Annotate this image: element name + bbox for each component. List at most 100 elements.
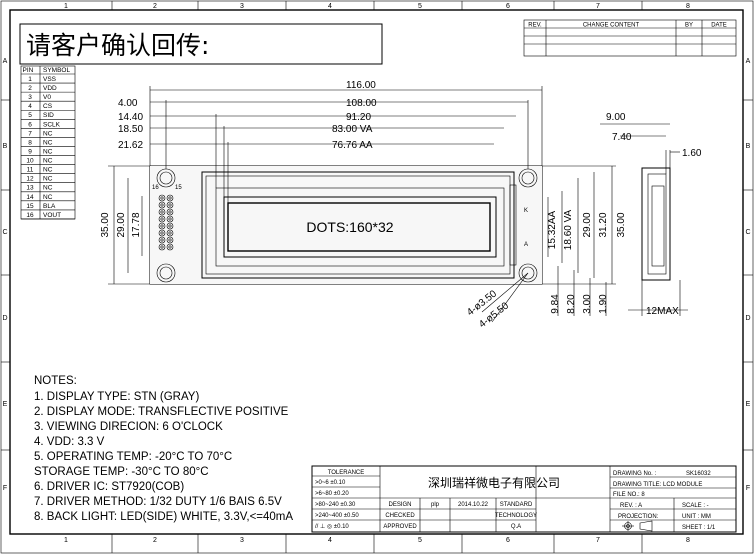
grid-col-top-8: 8: [686, 3, 690, 10]
dim-116: 116.00: [346, 80, 376, 91]
note-line-5: 5. OPERATING TEMP: -20°C TO 70°C: [34, 451, 232, 463]
pin-symbol: NC: [43, 130, 53, 137]
grid-col-top-4: 4: [328, 3, 332, 10]
dim-1-90: 1.90: [598, 294, 609, 314]
pin-number: 13: [26, 185, 34, 192]
dim-35-left: 35.00: [100, 212, 111, 237]
pin-number: 1: [28, 76, 32, 83]
dim-29-right: 29.00: [582, 212, 593, 237]
dim-1-60: 1.60: [682, 148, 702, 159]
pin-number: 7: [28, 130, 32, 137]
unit-value: UNIT : MM: [682, 514, 711, 520]
pin-label-15: 15: [175, 185, 182, 191]
note-line-7: 6. DRIVER IC: ST7920(COB): [34, 481, 184, 493]
rev-header-date: DATE: [711, 23, 727, 29]
pin-symbol: NC: [43, 148, 53, 155]
connector-pad: [166, 222, 174, 230]
revision-table: REV. CHANGE CONTENT BY DATE: [523, 19, 737, 57]
connector-pad-hole: [160, 245, 164, 249]
note-line-1: 1. DISPLAY TYPE: STN (GRAY): [34, 391, 199, 403]
designer-name: plp: [431, 502, 440, 508]
rev-value: REV. : A: [620, 503, 642, 509]
dim-29-left: 29.00: [116, 212, 127, 237]
connector-pad-hole: [168, 238, 172, 242]
grid-row-left-a: A: [3, 58, 8, 65]
design-date: 2014.10.22: [458, 502, 489, 508]
grid-col-top-7: 7: [596, 3, 600, 10]
qa-label: Q.A: [511, 524, 521, 530]
grid-row-left-c: C: [2, 229, 7, 236]
standard-label: STANDARD: [500, 502, 533, 508]
dim-31-20: 31.20: [598, 212, 609, 237]
dim-18-60va: 18.60 VA: [563, 209, 574, 250]
dim-14-40: 14.40: [118, 112, 143, 123]
grid-col-top-3: 3: [240, 3, 244, 10]
led-strip: [509, 184, 517, 266]
grid-col-bottom-5: 5: [418, 537, 422, 544]
dim-35-right: 35.00: [616, 212, 627, 237]
dim-21-62: 21.62: [118, 140, 143, 151]
connector-pad-hole: [168, 231, 172, 235]
pin-number: 10: [26, 158, 34, 165]
lcd-bezel: [201, 171, 515, 279]
grid-col-bottom-6: 6: [506, 537, 510, 544]
dim-76-aa: 76.76 AA: [332, 140, 373, 151]
pin-number: 8: [28, 139, 32, 146]
pin-number: 14: [26, 194, 34, 201]
note-line-2: 2. DISPLAY MODE: TRANSFLECTIVE POSITIVE: [34, 406, 289, 418]
mount-hole-br: [518, 263, 538, 283]
side-view: 9.00 7.40 1.60 12MAX: [600, 112, 702, 317]
led-k-label: K: [524, 208, 528, 214]
viewing-area: [223, 196, 497, 258]
connector-pad-hole: [160, 196, 164, 200]
connector-pad: [166, 201, 174, 209]
pin-number: 15: [26, 203, 34, 210]
pin-number: 6: [28, 121, 32, 128]
projection-label: PROJECTION:: [618, 514, 659, 520]
rev-header-rev: REV.: [528, 23, 542, 29]
grid-col-top-5: 5: [418, 3, 422, 10]
rev-header-by: BY: [685, 23, 693, 29]
grid-row-left-d: D: [2, 315, 7, 322]
tol-row-5: // ⊥ ◎ ±0.10: [315, 523, 349, 530]
title-block: TOLERANCE >0~6 ±0.10 >6~80 ±0.20 >80~240…: [311, 465, 737, 533]
pin-number: 11: [27, 167, 34, 174]
approved-label: APPROVED: [383, 524, 417, 530]
dim-83-va: 83.00 VA: [332, 124, 373, 135]
dim-4-00: 4.00: [118, 98, 138, 109]
note-line-9: 8. BACK LIGHT: LED(SIDE) WHITE, 3.3V,<=4…: [34, 511, 293, 523]
tolerance-header: TOLERANCE: [328, 470, 365, 476]
connector-pad: [166, 194, 174, 202]
connector-pad-hole: [160, 231, 164, 235]
pin-number: 2: [28, 85, 32, 92]
tol-row-4: >240~400 ±0.50: [315, 513, 359, 519]
note-line-3: 3. VIEWING DIRECION: 6 O'CLOCK: [34, 421, 223, 433]
projection-symbol-icon: [622, 520, 653, 532]
pin-header-symbol: SYMBOL: [43, 67, 70, 74]
pin-symbol: CS: [43, 103, 53, 110]
grid-row-right-d: D: [745, 315, 750, 322]
grid-row-left-e: E: [3, 401, 8, 408]
connector-pad-hole: [168, 203, 172, 207]
connector-pad: [158, 229, 166, 237]
dim-3-00: 3.00: [582, 294, 593, 314]
mount-hole-bl: [156, 263, 176, 283]
dim-7-40: 7.40: [612, 132, 632, 143]
connector-pad: [166, 229, 174, 237]
dim-15-32aa: 15.32AA: [547, 210, 558, 249]
grid-row-right-c: C: [745, 229, 750, 236]
note-line-4: 4. VDD: 3.3 V: [34, 436, 105, 448]
pin-header-pin: PIN: [23, 67, 34, 74]
page-title: 请客户确认回传:: [26, 31, 209, 60]
connector-pad: [158, 194, 166, 202]
grid-col-bottom-4: 4: [328, 537, 332, 544]
pin-symbol: NC: [43, 167, 53, 174]
pin-symbol: VDD: [43, 85, 57, 92]
dim-9-84: 9.84: [550, 294, 561, 314]
company-name: 深圳瑞祥微电子有限公司: [428, 476, 560, 490]
active-area: [227, 202, 491, 252]
tol-row-1: >0~6 ±0.10: [315, 480, 346, 486]
